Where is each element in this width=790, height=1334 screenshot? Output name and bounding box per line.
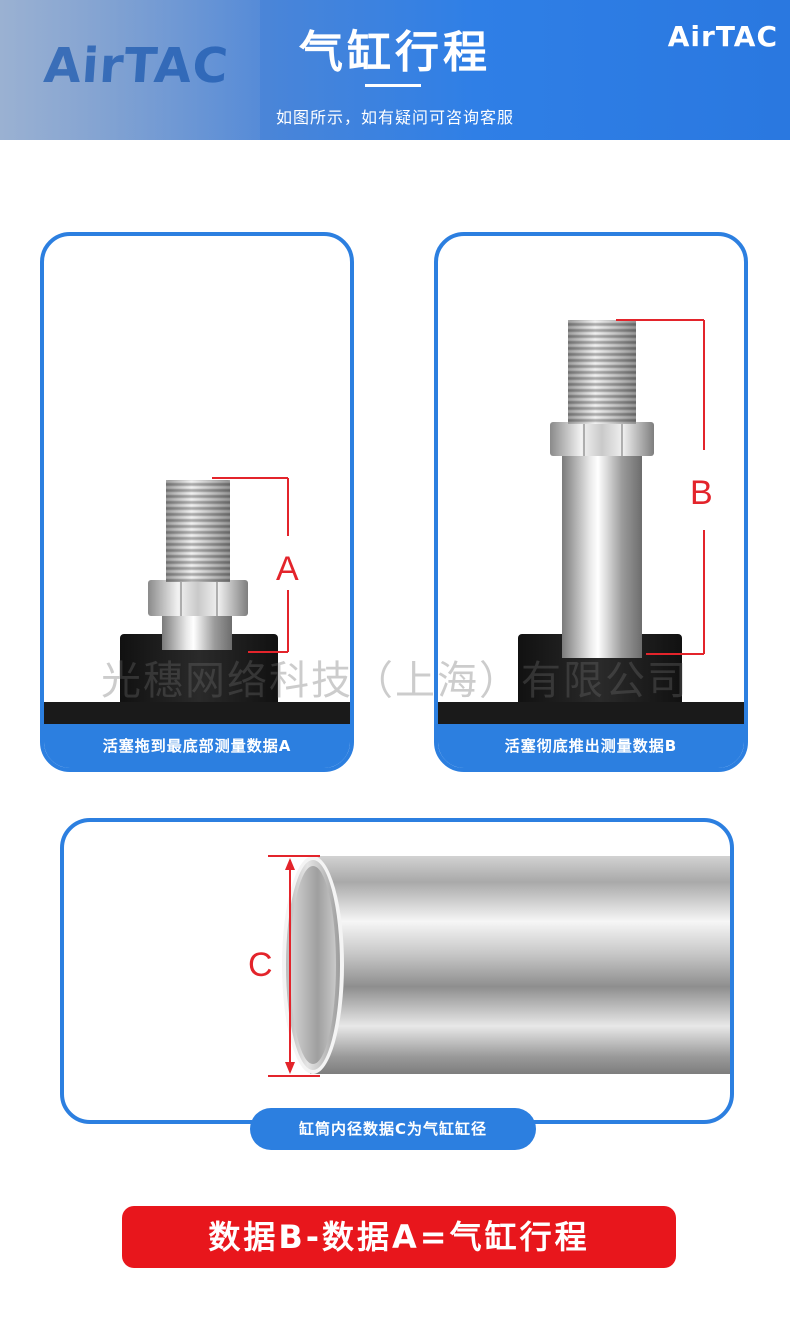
dimension-a-label: A	[276, 550, 299, 588]
stroke-formula-banner: 数据B-数据A=气缸行程	[122, 1206, 676, 1268]
title-underline	[365, 84, 421, 87]
cylinder-base-plate	[44, 702, 350, 724]
page-subtitle: 如图所示，如有疑问可咨询客服	[275, 108, 514, 127]
dimension-c-marker	[268, 855, 320, 1077]
header-banner: AirTAC 气缸行程 如图所示，如有疑问可咨询客服 AirTAC	[0, 0, 790, 140]
banner-shade	[0, 0, 260, 140]
dimension-a-marker	[212, 477, 289, 653]
card-c-caption: 缸筒内径数据C为气缸缸径	[250, 1108, 536, 1150]
card-retracted: A 活塞拖到最底部测量数据A	[40, 232, 354, 772]
rod-nut	[550, 422, 654, 456]
brand-logo: AirTAC	[667, 20, 778, 53]
card-extended: B 活塞彻底推出测量数据B	[434, 232, 748, 772]
rod-thread	[166, 480, 230, 582]
rod-thread	[568, 320, 636, 424]
cylinder-tube	[310, 856, 730, 1074]
dimension-b-marker	[616, 319, 705, 655]
dimension-b-label: B	[690, 474, 713, 512]
card-a-caption: 活塞拖到最底部测量数据A	[44, 724, 350, 768]
piston-rod	[562, 450, 642, 658]
piston-rod	[162, 614, 232, 650]
card-bore: C 缸筒内径数据C为气缸缸径	[60, 818, 734, 1150]
page-title: 气缸行程	[299, 27, 491, 78]
tube-inner-bore	[290, 866, 336, 1064]
cylinder-base-plate	[438, 702, 744, 724]
rod-nut	[148, 580, 248, 616]
card-b-caption: 活塞彻底推出测量数据B	[438, 724, 744, 768]
dimension-c-label: C	[248, 946, 273, 984]
